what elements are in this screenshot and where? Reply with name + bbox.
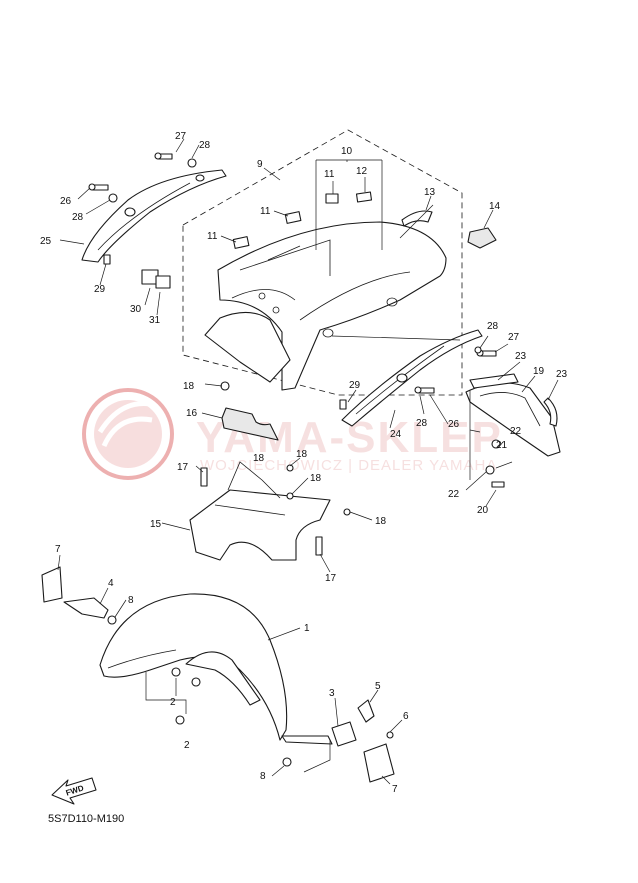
label-11c (325, 193, 339, 204)
label-11b (284, 211, 302, 224)
callout-2: 2 (184, 740, 190, 751)
front-fender (99, 593, 288, 741)
callout-24: 24 (390, 429, 402, 440)
callout-12: 12 (356, 166, 368, 177)
watermark-logo-mark (97, 401, 153, 448)
callout-11: 11 (260, 206, 271, 217)
callout-28: 28 (487, 321, 499, 332)
callout-23: 23 (515, 351, 527, 362)
callout-22: 22 (510, 426, 522, 437)
grommet-14 (467, 227, 497, 249)
callout-17: 17 (325, 573, 337, 584)
callout-31: 31 (149, 315, 161, 326)
label-12 (355, 191, 373, 203)
watermark-logo (82, 388, 174, 480)
callouts: 1 2 2 3 4 5 6 7 7 8 8 9 10 11 11 11 12 1… (40, 131, 568, 795)
callout-23: 23 (556, 369, 568, 380)
callout-28: 28 (416, 418, 428, 429)
callout-22: 22 (448, 489, 460, 500)
front-brackets (41, 566, 395, 783)
tail-bracket (465, 373, 561, 488)
callout-20: 20 (477, 505, 489, 516)
callout-26: 26 (60, 196, 72, 207)
callout-28: 28 (72, 212, 84, 223)
leader-lines (57, 138, 559, 785)
watermark-logo-inner (94, 400, 162, 468)
fasteners-upper (88, 152, 497, 410)
callout-27: 27 (508, 332, 520, 343)
callout-28: 28 (199, 140, 211, 151)
callout-9: 9 (257, 159, 263, 170)
label-13 (401, 210, 433, 227)
watermark-subtitle: WOJCIECHOWICZ | DEALER YAMAHA (200, 457, 497, 474)
callout-11: 11 (324, 169, 335, 180)
callout-18: 18 (310, 473, 322, 484)
callout-18: 18 (183, 381, 195, 392)
callout-15: 15 (150, 519, 162, 530)
callout-30: 30 (130, 304, 142, 315)
callout-27: 27 (175, 131, 187, 142)
callout-5: 5 (375, 681, 381, 692)
assembly-boundary (182, 129, 463, 396)
callout-19: 19 (533, 366, 545, 377)
callout-3: 3 (329, 688, 335, 699)
rail-left (81, 169, 227, 263)
callout-10: 10 (341, 146, 353, 157)
rear-fender (204, 221, 447, 391)
callout-18: 18 (375, 516, 387, 527)
callout-16: 16 (186, 408, 198, 419)
cover-16 (221, 407, 279, 441)
watermark: YAMA-SKLEP WOJCIECHOWICZ | DEALER YAMAHA (82, 388, 501, 480)
callout-26: 26 (448, 419, 460, 430)
callout-13: 13 (424, 187, 436, 198)
callout-29: 29 (349, 380, 361, 391)
callout-4: 4 (108, 578, 114, 589)
callout-8: 8 (128, 595, 134, 606)
callout-18: 18 (253, 453, 265, 464)
callout-7: 7 (55, 544, 61, 555)
callout-25: 25 (40, 236, 52, 247)
callout-29: 29 (94, 284, 106, 295)
mudguard-15 (189, 461, 351, 561)
callout-21: 21 (496, 440, 508, 451)
diagram-code: 5S7D110-M190 (48, 813, 124, 825)
label-11a (232, 236, 250, 249)
callout-17: 17 (177, 462, 189, 473)
callout-11: 11 (207, 231, 218, 242)
callout-14: 14 (489, 201, 501, 212)
callout-8: 8 (260, 771, 266, 782)
callout-6: 6 (403, 711, 409, 722)
callout-1: 1 (304, 623, 310, 634)
callout-2: 2 (170, 697, 176, 708)
callout-18: 18 (296, 449, 308, 460)
rail-right (341, 329, 483, 427)
callout-7: 7 (392, 784, 398, 795)
fwd-arrow: FWD (51, 777, 97, 805)
